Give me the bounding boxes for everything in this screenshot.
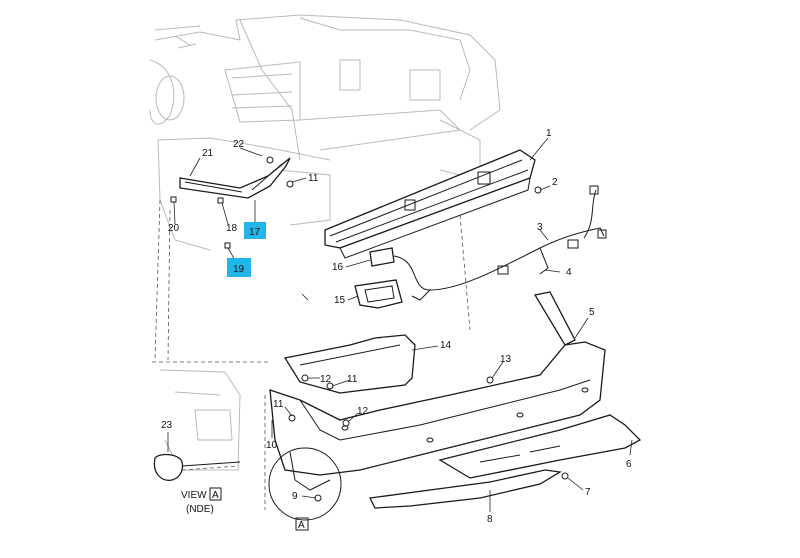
callout-4: 4 — [566, 267, 572, 278]
view-a-label: VIEW A (NDE) A — [181, 487, 305, 531]
highlight-17 — [244, 222, 266, 239]
view-label: VIEW — [181, 490, 207, 501]
callout-15: 15 — [334, 295, 346, 306]
part-14-absorber — [283, 334, 416, 394]
callout-3: 3 — [537, 222, 543, 233]
part-21-bracket — [179, 156, 294, 199]
leader-lines — [167, 137, 633, 512]
part-6-step-pad — [438, 414, 642, 479]
part-1-impact-bar — [324, 149, 536, 259]
callout-17: 17 — [249, 227, 261, 238]
callout-18: 18 — [226, 223, 238, 234]
callout-2: 2 — [552, 177, 558, 188]
vehicle-body-outline — [149, 14, 501, 251]
guide-lines — [152, 199, 471, 510]
view-sub-label: (NDE) — [186, 504, 214, 515]
callout-22: 22 — [233, 139, 245, 150]
callout-9: 9 — [292, 491, 298, 502]
view-letter: A — [212, 490, 219, 501]
part-3-wiring-harness — [393, 185, 607, 301]
callout-14: 14 — [440, 340, 452, 351]
part-23-fuel-door — [153, 453, 241, 481]
callout-19: 19 — [233, 264, 245, 275]
part-15-bracket — [354, 279, 403, 309]
callout-12-lower: 12 — [357, 406, 369, 417]
callout-20: 20 — [168, 223, 180, 234]
highlight-19 — [227, 258, 251, 277]
callout-8: 8 — [487, 514, 493, 525]
callouts: 1 2 3 4 5 6 7 8 9 10 11 11 11 12 12 13 1… — [161, 128, 632, 525]
part-8-lower-molding — [369, 469, 562, 509]
detail-letter: A — [298, 520, 305, 531]
callout-6: 6 — [626, 459, 632, 470]
callout-11-top: 11 — [308, 173, 319, 184]
callout-21: 21 — [202, 148, 214, 159]
callout-13: 13 — [500, 354, 512, 365]
detail-circle-a — [268, 447, 342, 531]
part-5-fascia — [269, 291, 606, 476]
callout-10: 10 — [266, 440, 278, 451]
callout-7: 7 — [585, 487, 591, 498]
view-letter-box — [209, 487, 222, 501]
callout-5: 5 — [589, 307, 595, 318]
callout-1: 1 — [546, 128, 552, 139]
callout-23: 23 — [161, 420, 173, 431]
callout-11-mid: 11 — [347, 374, 358, 385]
callout-11-left: 11 — [273, 399, 284, 410]
callout-12-upper: 12 — [320, 374, 332, 385]
callout-16: 16 — [332, 262, 344, 273]
part-16-module — [369, 247, 395, 267]
